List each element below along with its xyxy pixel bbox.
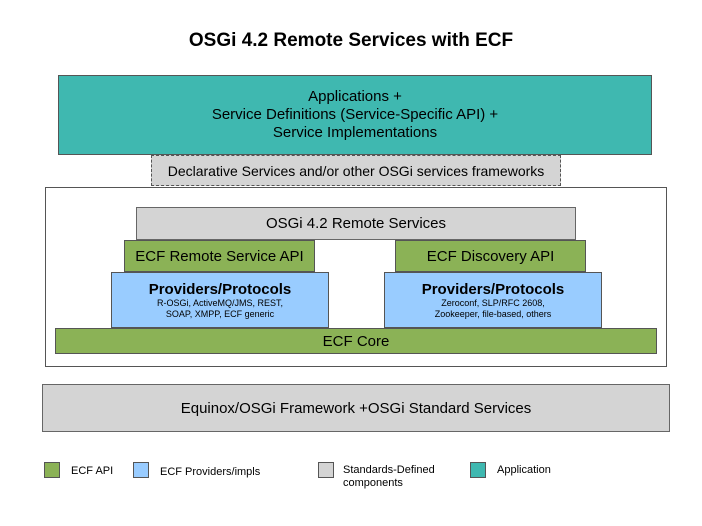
ecf-remote-service-api-box: ECF Remote Service API xyxy=(124,240,315,272)
ecf-discovery-api-label: ECF Discovery API xyxy=(426,247,555,265)
providers-right-title: Providers/Protocols xyxy=(421,280,565,298)
providers-remote-services-box: Providers/Protocols R-OSGi, ActiveMQ/JMS… xyxy=(111,272,329,328)
legend-label-standards: Standards-Defined components xyxy=(343,464,435,490)
osgi-remote-services-layer: OSGi 4.2 Remote Services xyxy=(136,207,576,240)
application-line-3: Service Implementations xyxy=(272,124,438,141)
application-line-2: Service Definitions (Service-Specific AP… xyxy=(211,106,499,123)
legend-swatch-application xyxy=(470,462,486,478)
ecf-remote-service-api-label: ECF Remote Service API xyxy=(135,247,304,265)
providers-right-line-1: Zeroconf, SLP/RFC 2608, xyxy=(441,297,545,308)
providers-discovery-box: Providers/Protocols Zeroconf, SLP/RFC 26… xyxy=(384,272,602,328)
framework-label: Equinox/OSGi Framework +OSGi Standard Se… xyxy=(180,399,532,417)
declarative-services-label: Declarative Services and/or other OSGi s… xyxy=(167,162,545,179)
framework-layer: Equinox/OSGi Framework +OSGi Standard Se… xyxy=(42,384,670,432)
legend-swatch-standards xyxy=(318,462,334,478)
diagram-title: OSGi 4.2 Remote Services with ECF xyxy=(188,30,514,51)
declarative-services-layer: Declarative Services and/or other OSGi s… xyxy=(151,155,561,186)
legend-label-standards-line-2: components xyxy=(343,477,403,489)
legend-label-standards-line-1: Standards-Defined xyxy=(343,464,435,476)
providers-left-title: Providers/Protocols xyxy=(148,280,292,298)
legend-swatch-ecf-providers xyxy=(133,462,149,478)
osgi-remote-services-label: OSGi 4.2 Remote Services xyxy=(265,215,447,232)
providers-right-line-2: Zookeeper, file-based, others xyxy=(434,308,552,319)
providers-left-line-1: R-OSGi, ActiveMQ/JMS, REST, xyxy=(156,297,284,308)
application-layer: Applications + Service Definitions (Serv… xyxy=(58,75,652,155)
ecf-core-label: ECF Core xyxy=(322,332,390,350)
legend-label-ecf-providers: ECF Providers/impls xyxy=(160,466,261,478)
legend-swatch-ecf-api xyxy=(44,462,60,478)
legend-label-application: Application xyxy=(497,464,551,476)
ecf-discovery-api-box: ECF Discovery API xyxy=(395,240,586,272)
legend-label-ecf-api: ECF API xyxy=(71,465,114,477)
application-line-1: Applications + xyxy=(308,88,402,105)
ecf-core-layer: ECF Core xyxy=(55,328,657,354)
providers-left-line-2: SOAP, XMPP, ECF generic xyxy=(165,308,275,319)
